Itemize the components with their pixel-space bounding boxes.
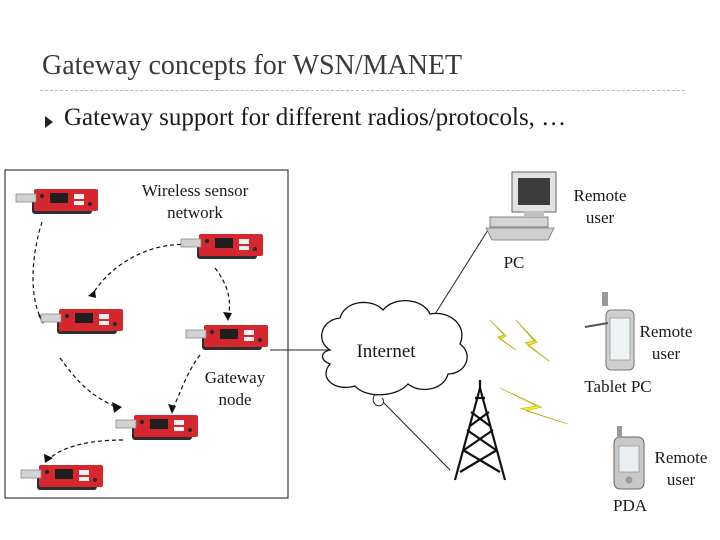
tablet-label: Tablet PC: [584, 377, 652, 396]
remote-user-pda-label-line: user: [666, 470, 696, 489]
remote-user-tablet-label: Remote user: [626, 321, 706, 365]
title-divider: [40, 90, 685, 91]
lightning-icon: [499, 387, 568, 425]
wsn-label-line: network: [167, 203, 223, 222]
sensor-link: [59, 357, 119, 409]
wsn-boundary: [4, 169, 289, 499]
gateway-label: Gateway node: [160, 367, 310, 411]
pc-label: PC: [503, 253, 525, 272]
sensor-node-icon: [115, 414, 199, 441]
bullet-text: Gateway support for different radios/pro…: [64, 104, 567, 131]
internet-tower-link: [382, 401, 451, 471]
remote-user-pc-label: Remote user: [560, 185, 640, 229]
remote-user-pc-label-line: Remote: [573, 186, 627, 205]
remote-user-pda-label-line: Remote: [654, 448, 708, 467]
remote-user-pda-label: Remote user: [642, 447, 720, 491]
wsn-label-line: Wireless sensor: [141, 181, 249, 200]
sensor-node-icon: [180, 233, 264, 260]
sensor-node-icon: [185, 324, 269, 351]
sensor-node-icon: [40, 308, 124, 335]
sensor-link: [47, 439, 124, 461]
internet-label: Internet: [356, 341, 416, 362]
remote-user-pc-label-line: user: [585, 208, 615, 227]
sensor-node-icon: [15, 188, 99, 215]
lightning-icon: [515, 319, 550, 362]
pda-icon: [613, 426, 645, 490]
wsn-label: Wireless sensor network: [120, 180, 270, 224]
cell-tower-icon: [453, 380, 507, 481]
remote-user-tablet-label-line: Remote: [639, 322, 693, 341]
remote-user-tablet-label-line: user: [651, 344, 681, 363]
bullet-arrow-icon: [45, 116, 53, 128]
sensor-link: [91, 243, 196, 296]
slide-title: Gateway concepts for WSN/MANET: [42, 50, 463, 81]
sensor-link: [32, 221, 43, 321]
lightning-icon: [489, 319, 517, 351]
gateway-label-line: node: [218, 390, 252, 409]
computer-icon: [485, 171, 557, 241]
sensor-link: [214, 267, 231, 319]
tablet-icon: [584, 292, 635, 371]
internet-pc-link: [429, 229, 489, 323]
pda-label: PDA: [612, 496, 647, 515]
sensor-node-icon: [20, 464, 104, 491]
gateway-label-line: Gateway: [204, 368, 266, 387]
cloud-icon: [321, 299, 468, 396]
cable-coil: [372, 391, 385, 407]
